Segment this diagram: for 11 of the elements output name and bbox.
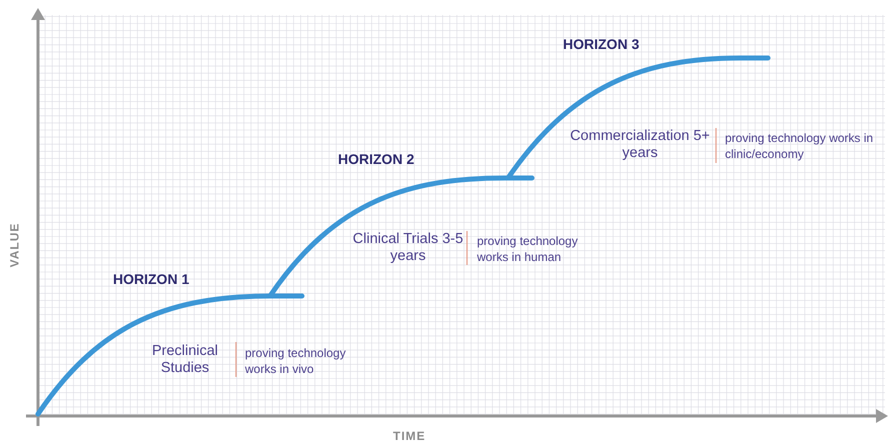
phase-heading: HORIZON 3 — [563, 36, 640, 52]
axis-label: VALUE — [7, 222, 22, 268]
stage-label: Preclinical Studies — [150, 343, 220, 377]
phase-heading: HORIZON 1 — [113, 271, 190, 287]
stage-description: proving technology works in human — [477, 233, 579, 265]
phase-heading: HORIZON 2 — [338, 151, 414, 167]
stage-label: Clinical Trials 3-5 years — [352, 231, 464, 265]
stage-description: proving technology works in vivo — [245, 345, 347, 377]
axis-label: TIME — [393, 429, 426, 443]
stage-description: proving technology works in clinic/economy — [725, 130, 874, 162]
stage-label: Commercialization 5+ years — [569, 128, 711, 162]
